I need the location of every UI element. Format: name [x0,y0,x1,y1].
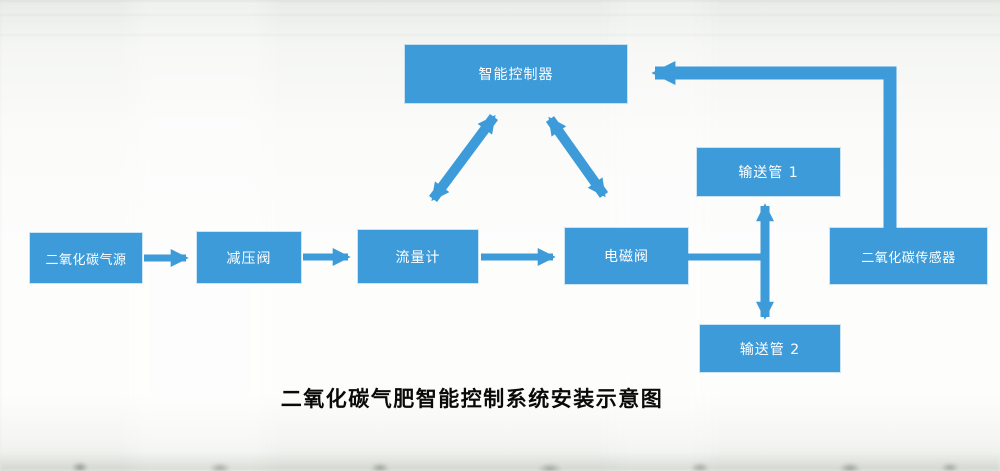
node-co2-sensor-label: 二氧化碳传感器 [861,250,956,266]
node-solenoid-valve-label: 电磁阀 [604,249,649,265]
diagram-title: 二氧化碳气肥智能控制系统安装示意图 [280,387,664,411]
node-pressure-reducing-valve: 减压阀 [197,232,301,283]
node-smart-controller: 智能控制器 [405,45,627,103]
greenhouse-plants-strip [0,447,1000,471]
arrow-controller-solenoid-bidirectional [545,116,609,198]
node-delivery-pipe-2-label: 输送管 2 [739,341,801,358]
node-smart-controller-label: 智能控制器 [478,67,554,83]
node-pressure-reducing-valve-label: 减压阀 [226,250,272,267]
node-co2-sensor: 二氧化碳传感器 [830,228,987,284]
node-flow-meter-label: 流量计 [395,249,441,266]
node-co2-gas-source: 二氧化碳气源 [30,233,142,283]
node-solenoid-valve: 电磁阀 [565,228,688,284]
node-delivery-pipe-1: 输送管 1 [697,148,840,196]
node-co2-gas-source-label: 二氧化碳气源 [45,252,127,268]
arrow-controller-flowmeter-bidirectional [428,114,499,202]
node-delivery-pipe-1-label: 输送管 1 [738,165,799,181]
node-delivery-pipe-2: 输送管 2 [700,325,840,372]
node-flow-meter: 流量计 [358,230,478,283]
